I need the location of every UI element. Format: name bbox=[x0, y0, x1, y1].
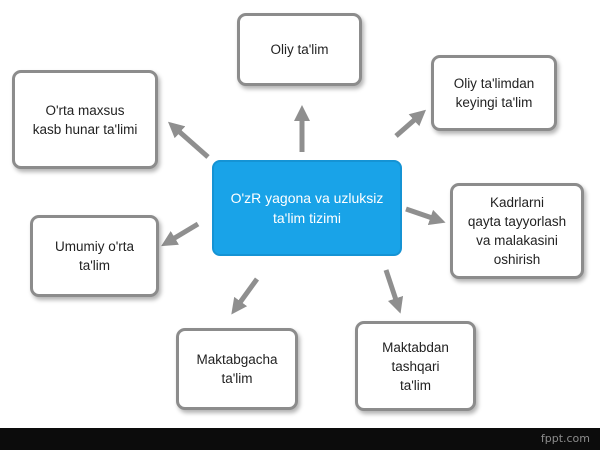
arrow-to-kadrlarni bbox=[405, 206, 446, 225]
arrow-to-orta-maxsus bbox=[168, 121, 210, 159]
node-umumiy-orta-talim: Umumiy o'rta ta'lim bbox=[30, 215, 159, 297]
arrow-to-maktabdan-tashqari bbox=[383, 269, 404, 314]
node-maktabgacha-talim: Maktabgacha ta'lim bbox=[176, 328, 298, 410]
arrow-to-umumiy-orta bbox=[161, 221, 200, 247]
node-label: Maktabdan tashqari ta'lim bbox=[382, 339, 449, 393]
footer-bar: fppt.com bbox=[0, 428, 600, 450]
node-oliy-talimdan-keyingi-talim: Oliy ta'limdan keyingi ta'lim bbox=[431, 55, 557, 131]
node-label: Kadrlarni qayta tayyorlash va malakasini… bbox=[467, 195, 567, 267]
central-node: O'zR yagona va uzluksiz ta'lim tizimi bbox=[212, 160, 402, 256]
arrow-to-oliy-talimdan-keyingi bbox=[394, 109, 427, 138]
central-node-label: O'zR yagona va uzluksiz ta'lim tizimi bbox=[230, 190, 384, 226]
footer-watermark: fppt.com bbox=[540, 432, 590, 445]
node-maktabdan-tashqari-talim: Maktabdan tashqari ta'lim bbox=[355, 321, 476, 411]
node-label: Maktabgacha ta'lim bbox=[196, 352, 278, 386]
node-label: O'rta maxsus kasb hunar ta'limi bbox=[32, 102, 138, 137]
node-kadrlarni-qayta-tayyorlash: Kadrlarni qayta tayyorlash va malakasini… bbox=[450, 183, 584, 279]
node-oliy-talim: Oliy ta'lim bbox=[237, 13, 362, 86]
node-label: Oliy ta'lim bbox=[270, 42, 329, 57]
node-orta-maxsus-kasb-hunar-talimi: O'rta maxsus kasb hunar ta'limi bbox=[12, 70, 158, 169]
node-label: Umumiy o'rta ta'lim bbox=[54, 239, 135, 273]
arrow-to-maktabgacha bbox=[231, 277, 260, 315]
node-label: Oliy ta'limdan keyingi ta'lim bbox=[453, 76, 535, 110]
